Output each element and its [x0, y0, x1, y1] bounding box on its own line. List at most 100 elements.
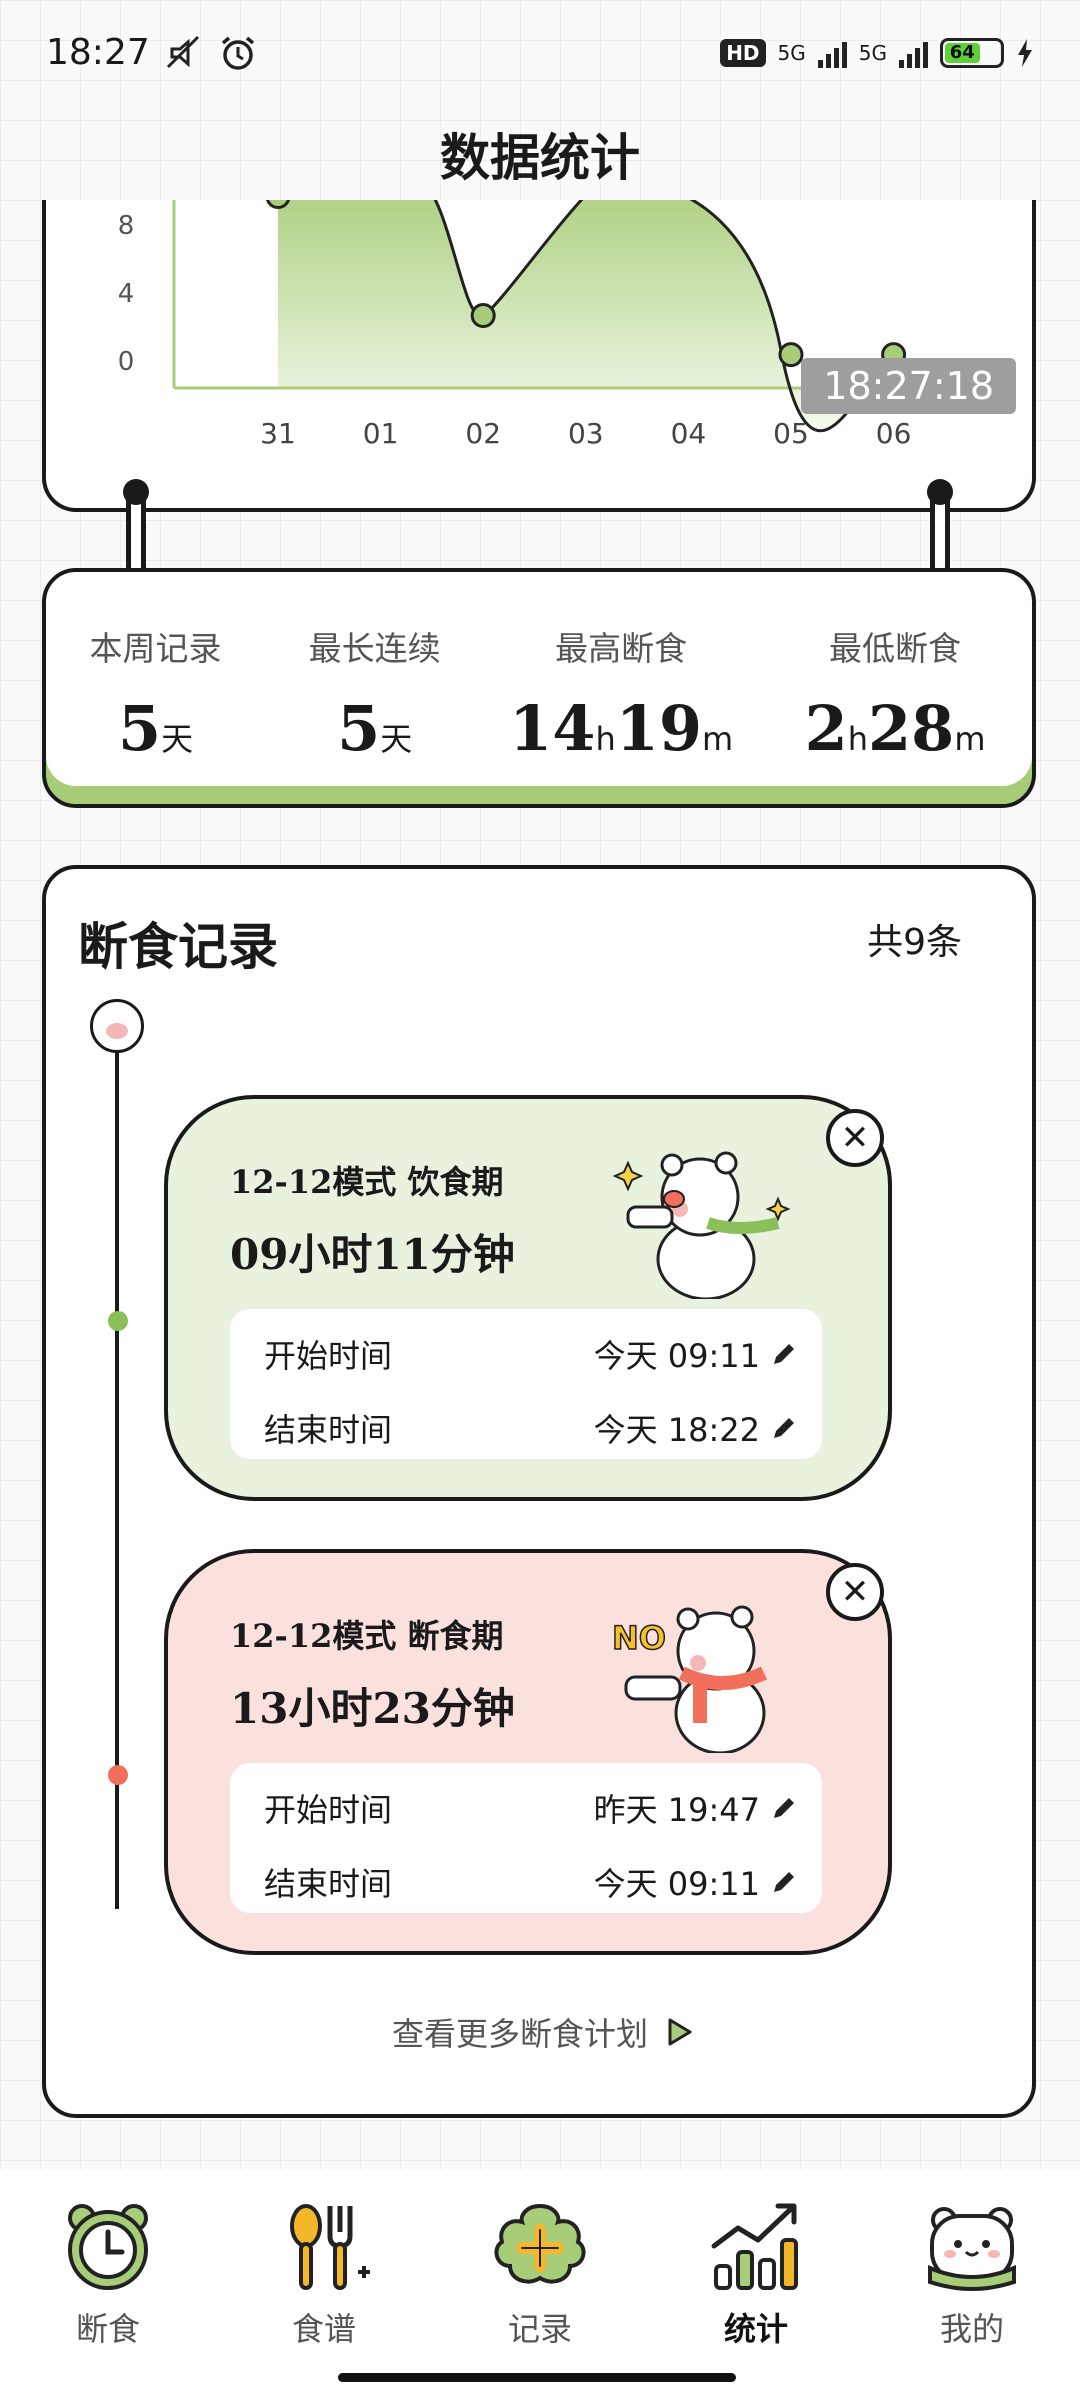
chart-x-tick-label: 06 — [876, 417, 912, 450]
start-time-row[interactable]: 开始时间 今天 09:11 — [264, 1317, 798, 1391]
tab-label: 食谱 — [291, 2310, 356, 2348]
start-time-label: 开始时间 — [264, 1337, 393, 1375]
summary-streak-value: 5 — [337, 692, 381, 765]
summary-week-unit: 天 — [161, 720, 194, 758]
pencil-icon[interactable] — [770, 1868, 798, 1896]
summary-min-h-unit: h — [847, 720, 869, 758]
page-title: 数据统计 — [440, 128, 640, 187]
record-entry[interactable]: ✕ 12-12模式 饮食期 09小时11分钟 开始时间 今天 09:11 结束时… — [164, 1095, 892, 1501]
plus-icon — [494, 2203, 586, 2284]
start-time-row[interactable]: 开始时间 昨天 19:47 — [264, 1771, 798, 1845]
records-title: 断食记录 — [72, 907, 292, 979]
entry-mode: 12-12模式 饮食期 — [230, 1163, 504, 1201]
summary-max: 最高断食 14h19m — [484, 572, 758, 804]
timeline-dot — [108, 1311, 128, 1331]
signal-icon — [817, 38, 847, 68]
chart-area — [278, 200, 894, 431]
records-count: 共9条 — [867, 922, 962, 963]
chart-x-tick-label: 03 — [568, 417, 604, 450]
chart-x-tick-label: 31 — [260, 417, 296, 450]
summary-max-minutes: 19 — [615, 692, 702, 765]
summary-max-h-unit: h — [595, 720, 616, 758]
entry-time-box: 开始时间 昨天 19:47 结束时间 今天 09:11 — [230, 1763, 822, 1913]
network-label-2: 5G — [858, 40, 887, 65]
tab-profile[interactable]: 我的 — [864, 2170, 1080, 2400]
pencil-icon[interactable] — [770, 1794, 798, 1822]
close-icon[interactable]: ✕ — [826, 1109, 884, 1167]
record-entry[interactable]: ✕ NO 12-12模式 断食期 13小时23分钟 开始时间 昨天 19:47 … — [164, 1549, 892, 1955]
timeline-dot — [108, 1765, 128, 1785]
chart-point — [266, 200, 290, 209]
chart-icon — [711, 2203, 798, 2290]
summary-max-label: 最高断食 — [555, 629, 688, 668]
end-time-value: 今天 09:11 — [593, 1865, 760, 1903]
entry-time-box: 开始时间 今天 09:11 结束时间 今天 18:22 — [230, 1309, 822, 1459]
end-time-value: 今天 18:22 — [593, 1411, 760, 1449]
chart-x-tick-label: 02 — [465, 417, 501, 450]
chart-point — [470, 303, 496, 328]
chart-y-tick-label: 4 — [118, 279, 135, 309]
end-time-label: 结束时间 — [264, 1865, 393, 1903]
chart-point — [778, 342, 804, 368]
battery-icon: 64 — [940, 37, 1004, 68]
more-plans-link[interactable]: 查看更多断食计划 — [46, 2009, 1040, 2055]
tab-record[interactable]: 记录 — [432, 2170, 648, 2400]
start-time-value: 昨天 19:47 — [593, 1791, 760, 1829]
utensils-icon — [290, 2204, 370, 2290]
tab-fasting[interactable]: 断食 — [0, 2170, 216, 2400]
summary-min: 最低断食 2h28m — [758, 572, 1032, 804]
bear-sticker-icon: NO — [611, 1605, 768, 1753]
mute-icon — [166, 35, 199, 68]
timeline-line — [115, 1039, 119, 1909]
bear-sticker-icon — [612, 1151, 791, 1299]
summary-max-m-unit: m — [702, 720, 734, 758]
start-time-label: 开始时间 — [264, 1791, 393, 1829]
charging-icon — [1018, 38, 1032, 67]
chart-line — [433, 200, 895, 433]
chart-x-tick-label: 05 — [773, 417, 809, 450]
summary-min-minutes: 28 — [868, 692, 955, 765]
tab-statistics[interactable]: 统计 — [648, 2170, 864, 2400]
tab-label: 断食 — [75, 2310, 140, 2348]
summary-card: 本周记录 5天 最长连续 5天 最高断食 14h19m 最低断食 2h28m — [42, 568, 1036, 808]
summary-streak-unit: 天 — [380, 720, 413, 758]
summary-min-m-unit: m — [954, 720, 986, 758]
pencil-icon[interactable] — [770, 1414, 798, 1442]
summary-min-label: 最低断食 — [829, 629, 962, 668]
play-arrow-icon — [668, 2018, 692, 2046]
paw-icon — [90, 999, 144, 1053]
summary-week-label: 本周记录 — [89, 629, 222, 668]
alarm-icon — [221, 36, 254, 70]
summary-streak-label: 最长连续 — [308, 629, 441, 668]
tab-label: 记录 — [507, 2310, 572, 2348]
tab-recipes[interactable]: 食谱 — [216, 2170, 432, 2400]
battery-level: 64 — [945, 42, 980, 63]
start-time-value: 今天 09:11 — [593, 1337, 760, 1375]
more-plans-label: 查看更多断食计划 — [391, 2015, 648, 2053]
end-time-row[interactable]: 结束时间 今天 09:11 — [264, 1845, 798, 1919]
close-icon[interactable]: ✕ — [826, 1563, 884, 1621]
records-title-text: 断食记录 — [78, 917, 278, 976]
status-bar: 18:27 HD 5G 5G 64 — [0, 0, 1080, 105]
summary-max-hours: 14 — [509, 692, 596, 765]
tab-bar: 断食 食谱 记录 统计 我的 — [0, 2170, 1080, 2400]
chart-y-tick-label: 8 — [118, 211, 135, 241]
entry-duration: 09小时11分钟 — [230, 1230, 515, 1279]
end-time-row[interactable]: 结束时间 今天 18:22 — [264, 1391, 798, 1465]
network-label: 5G — [777, 40, 806, 65]
home-indicator — [338, 2373, 736, 2382]
clock-icon — [68, 2204, 148, 2290]
chart-x-tick-label: 04 — [671, 417, 707, 450]
pencil-icon[interactable] — [770, 1340, 798, 1368]
status-time: 18:27 — [46, 32, 150, 73]
records-card: 断食记录 共9条 ✕ 12-12模式 饮食期 09小时11分钟 开始时间 今天 … — [42, 865, 1036, 2118]
entry-mode: 12-12模式 断食期 — [230, 1617, 504, 1655]
chart-y-tick-label: 0 — [118, 347, 135, 377]
tab-label: 统计 — [723, 2310, 788, 2348]
end-time-label: 结束时间 — [264, 1411, 393, 1449]
summary-min-hours: 2 — [804, 692, 848, 765]
no-sticker-text: NO — [612, 1619, 666, 1657]
summary-week-value: 5 — [117, 692, 162, 765]
